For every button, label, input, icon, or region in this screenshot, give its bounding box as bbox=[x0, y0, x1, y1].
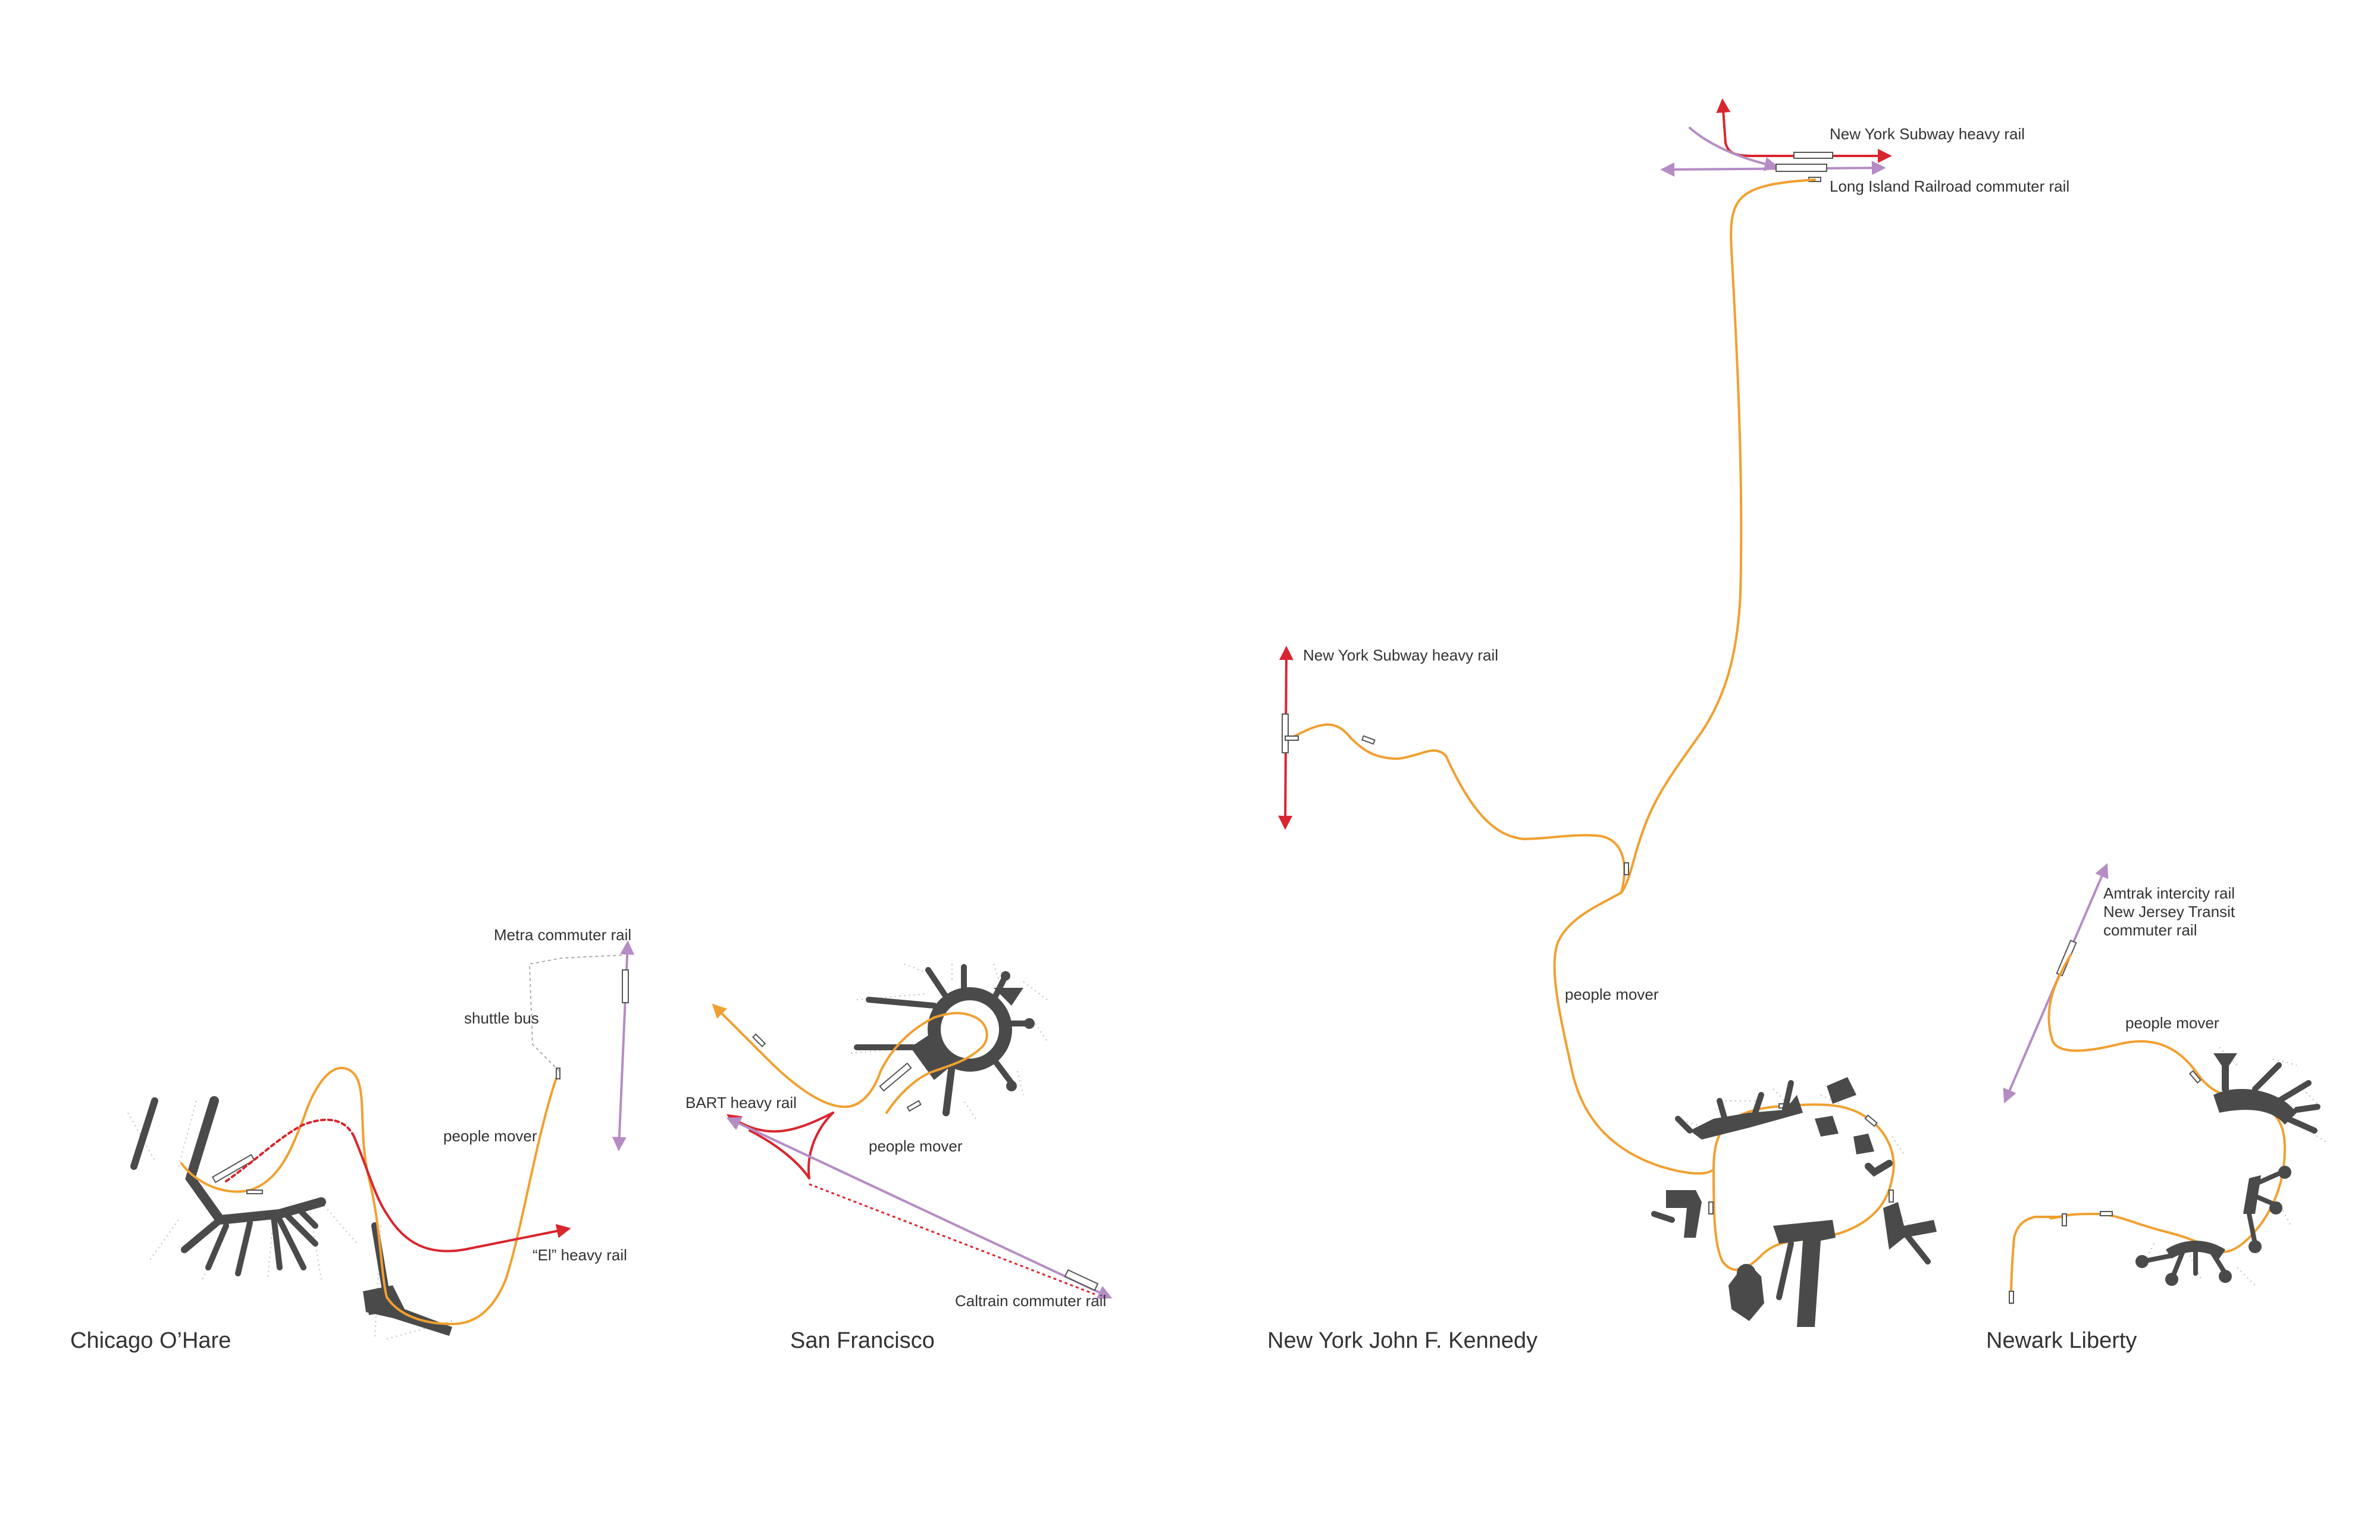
jfk-subway-mid-label: New York Subway heavy rail bbox=[1303, 646, 1498, 664]
jfk-subway-station-mid bbox=[1282, 713, 1289, 753]
jfk-title: New York John F. Kennedy bbox=[1267, 1328, 1537, 1353]
jfk-people-mover-station bbox=[1624, 862, 1629, 875]
ewr-people-mover-label: people mover bbox=[2125, 1014, 2219, 1032]
jfk-lirr-label: Long Island Railroad commuter rail bbox=[1830, 177, 2069, 195]
sfo-caltrain-connector bbox=[809, 1183, 1095, 1295]
jfk-lirr-station bbox=[1775, 164, 1827, 172]
jfk-subway-connector bbox=[1285, 735, 1299, 741]
sfo-bart-heavy-rail-line bbox=[749, 1129, 810, 1179]
sfo-caltrain-commuter-rail-line bbox=[726, 1117, 1113, 1299]
chicago-shuttle-bus-line bbox=[528, 954, 625, 1072]
sfo-caltrain-station bbox=[1064, 1269, 1099, 1291]
jfk-lirr-commuter-rail-line bbox=[1660, 161, 1886, 177]
sfo-diagram: BART heavy rail people mover Caltrain co… bbox=[685, 963, 1113, 1353]
jfk-loop-station bbox=[1864, 1114, 1878, 1127]
chicago-shuttle-bus-label: shuttle bus bbox=[464, 1009, 539, 1027]
jfk-subway-station-top bbox=[1793, 152, 1833, 159]
sfo-bart-label: BART heavy rail bbox=[685, 1094, 797, 1112]
jfk-diagram: New York Subway heavy rail Long Island R… bbox=[1267, 98, 2069, 1353]
sfo-people-mover-label: people mover bbox=[869, 1137, 963, 1155]
ewr-people-mover-line bbox=[2010, 954, 2286, 1304]
jfk-people-mover-station bbox=[1361, 735, 1376, 745]
ewr-people-mover-station bbox=[2062, 1213, 2067, 1226]
jfk-terminal-complex bbox=[1651, 1077, 1937, 1327]
sfo-people-mover-line bbox=[712, 1003, 988, 1114]
jfk-loop-station bbox=[1889, 1190, 1894, 1203]
sfo-title: San Francisco bbox=[790, 1328, 935, 1353]
jfk-loop-station bbox=[1708, 1201, 1714, 1215]
jfk-people-mover-loop bbox=[1712, 1103, 1895, 1271]
ewr-njt-label-line1: New Jersey Transit bbox=[2103, 903, 2235, 921]
chicago-el-heavy-rail-line bbox=[353, 1135, 571, 1253]
chicago-people-mover-line bbox=[180, 1066, 560, 1325]
sfo-caltrain-label: Caltrain commuter rail bbox=[955, 1292, 1106, 1310]
sfo-terminal-complex bbox=[850, 963, 1048, 1119]
ewr-title: Newark Liberty bbox=[1986, 1328, 2137, 1353]
chicago-people-mover-station bbox=[556, 1068, 560, 1079]
sfo-people-mover-station bbox=[906, 1100, 922, 1112]
jfk-people-mover-line bbox=[1289, 723, 1626, 894]
chicago-el-label: “El” heavy rail bbox=[533, 1246, 627, 1264]
jfk-subway-top-label: New York Subway heavy rail bbox=[1830, 125, 2025, 143]
sfo-people-mover-station bbox=[879, 1062, 912, 1092]
chicago-people-mover-station bbox=[246, 1190, 263, 1194]
sfo-people-mover-station bbox=[751, 1033, 766, 1048]
chicago-metra-label: Metra commuter rail bbox=[494, 926, 631, 944]
chicago-ohare-diagram: Metra commuter rail shuttle bus people m… bbox=[70, 926, 635, 1353]
chicago-el-station bbox=[211, 1154, 255, 1184]
chicago-metra-station bbox=[622, 969, 629, 1003]
chicago-people-mover-label: people mover bbox=[443, 1127, 537, 1145]
sfo-bart-heavy-rail-line bbox=[726, 1112, 834, 1133]
jfk-people-mover-line bbox=[1553, 179, 1816, 1175]
chicago-el-heavy-rail-line bbox=[225, 1118, 355, 1182]
chicago-terminal-complex bbox=[127, 1096, 453, 1339]
ewr-people-mover-station bbox=[2188, 1070, 2202, 1084]
ewr-terminal-complex bbox=[2135, 1047, 2327, 1286]
chicago-title: Chicago O’Hare bbox=[70, 1328, 231, 1353]
ewr-rail-station bbox=[2056, 940, 2077, 976]
jfk-people-mover-label: people mover bbox=[1565, 985, 1659, 1003]
ewr-diagram: Amtrak intercity rail New Jersey Transit… bbox=[1986, 863, 2327, 1353]
ewr-njt-label-line2: commuter rail bbox=[2103, 921, 2197, 939]
jfk-lirr-commuter-rail-line bbox=[1689, 127, 1779, 171]
sfo-terminal-ring bbox=[928, 987, 1012, 1072]
ewr-amtrak-label: Amtrak intercity rail bbox=[2103, 884, 2235, 902]
ewr-people-mover-station bbox=[2100, 1211, 2113, 1216]
ewr-people-mover-station bbox=[2009, 1291, 2014, 1304]
